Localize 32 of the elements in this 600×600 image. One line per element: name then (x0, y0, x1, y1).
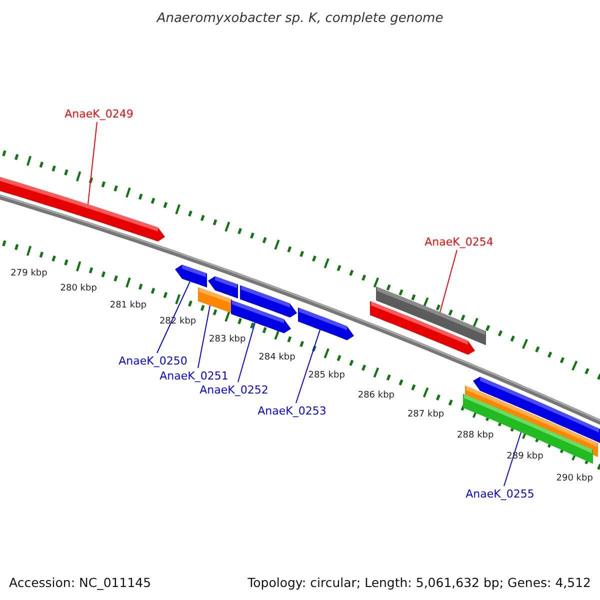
gene-feature (376, 286, 486, 346)
leader-line (238, 322, 256, 382)
leader-line (88, 122, 98, 205)
gene-label: AnaeK_0253 (258, 404, 326, 418)
gene-label: AnaeK_0251 (160, 370, 228, 382)
gene-feature (231, 300, 291, 334)
axis-tick-label: 281 kbp (110, 300, 147, 311)
gene-label: AnaeK_0255 (466, 488, 534, 500)
gene-label: AnaeK_0254 (424, 236, 494, 248)
gene-label: AnaeK_0250 (118, 354, 188, 368)
gene-label: AnaeK_0252 (200, 384, 268, 396)
axis-tick-label: 285 kbp (308, 370, 345, 382)
axis-tick-label: 286 kbp (358, 390, 395, 402)
gene-feature (298, 308, 354, 340)
leader-line (198, 305, 210, 368)
axis-tick-label: 283 kbp (209, 334, 246, 346)
diagram-title: Anaeromyxobacter sp. K, complete genome (156, 10, 444, 28)
axis-tick-label: 290 kbp (556, 473, 593, 484)
gene-feature (198, 287, 232, 314)
axis-tick-label: 284 kbp (258, 352, 296, 364)
gene-label: AnaeK_0249 (64, 108, 134, 120)
genome-stats-text: Topology: circular; Length: 5,061,632 bp; Genes: 4,512 (248, 574, 591, 592)
axis-tick-label: 288 kbp (457, 430, 494, 442)
axis-tick-label: 280 kbp (60, 284, 97, 295)
axis-tick-label: 287 kbp (407, 410, 444, 421)
leader-line (296, 329, 320, 404)
gene-feature (0, 174, 165, 242)
gene-feature (175, 264, 207, 288)
leader-line (440, 250, 458, 313)
accession-text: Accession: NC_011145 (9, 574, 152, 592)
axis-tick-label: 279 kbp (10, 268, 48, 280)
leader-line (156, 281, 190, 354)
